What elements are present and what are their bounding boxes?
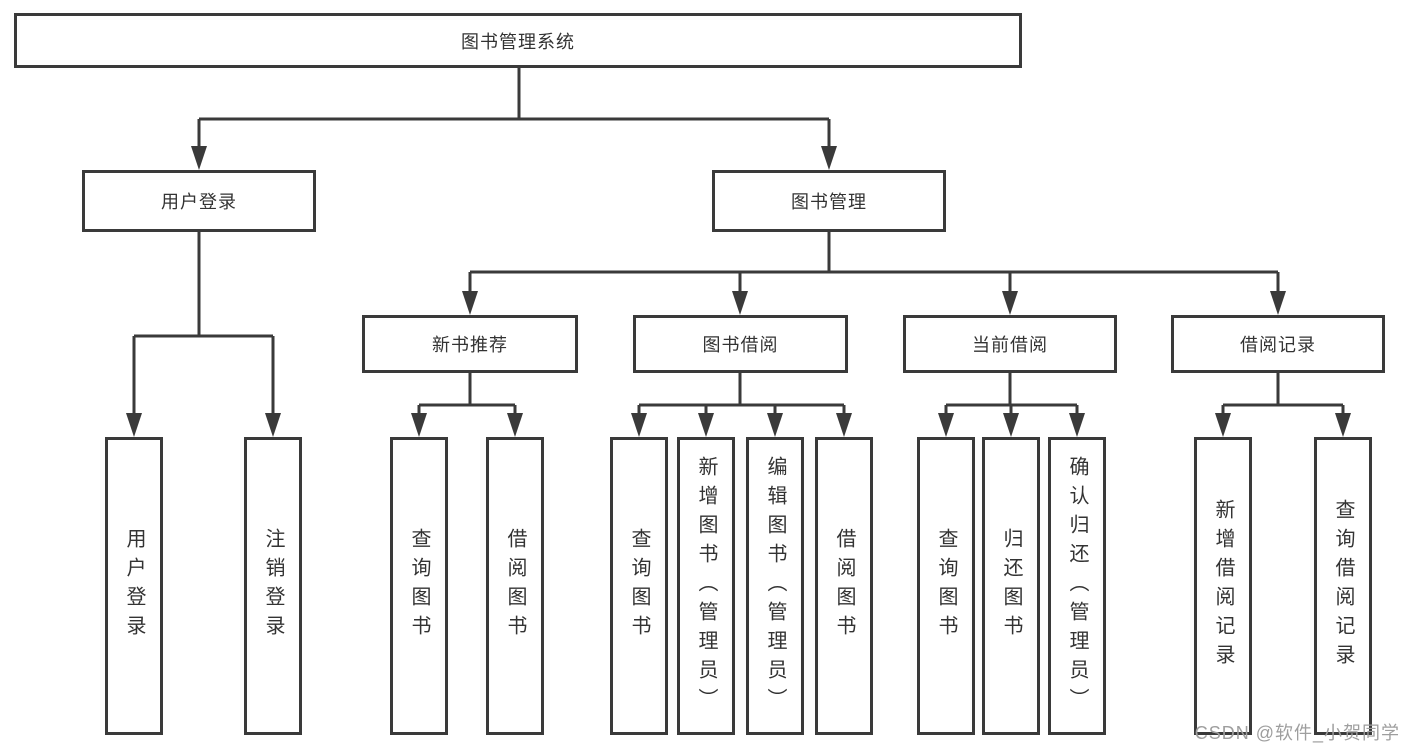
node-borrow-record: 借阅记录: [1171, 315, 1385, 373]
node-current-borrow: 当前借阅: [903, 315, 1117, 373]
node-root-library-system: 图书管理系统: [14, 13, 1022, 68]
leaf-add-book-admin: 新增图书（管理员）: [677, 437, 735, 735]
leaf-add-borrow-record: 新增借阅记录: [1194, 437, 1252, 735]
node-label: 新书推荐: [432, 335, 508, 355]
connector-root-to-level2: [191, 68, 837, 170]
node-label: 编辑图书（管理员）: [764, 455, 786, 717]
csdn-watermark: CSDN @软件_小贺同学: [1194, 723, 1400, 743]
node-book-management: 图书管理: [712, 170, 946, 232]
connector-book-borrow-children: [631, 373, 852, 437]
node-label: 查询图书: [628, 528, 650, 644]
node-label: 确认归还（管理员）: [1066, 455, 1088, 717]
node-label: 归还图书: [1000, 528, 1022, 644]
node-label: 借阅记录: [1240, 335, 1316, 355]
node-label: 借阅图书: [833, 528, 855, 644]
connector-book-mgmt-children: [462, 232, 1286, 315]
node-label: 图书管理: [791, 192, 867, 212]
leaf-confirm-return-admin: 确认归还（管理员）: [1048, 437, 1106, 735]
node-label: 图书借阅: [702, 335, 779, 355]
node-label: 新增借阅记录: [1212, 499, 1234, 673]
connector-new-book-children: [411, 373, 523, 437]
leaf-edit-book-admin: 编辑图书（管理员）: [746, 437, 804, 735]
leaf-query-book-recommend: 查询图书: [390, 437, 448, 735]
node-book-borrow: 图书借阅: [633, 315, 848, 373]
node-label: 图书管理系统: [461, 31, 575, 52]
leaf-logout: 注销登录: [244, 437, 302, 735]
leaf-query-borrow-record: 查询借阅记录: [1314, 437, 1372, 735]
leaf-return-book: 归还图书: [982, 437, 1040, 735]
node-label: 查询图书: [935, 528, 957, 644]
leaf-borrow-book-recommend: 借阅图书: [486, 437, 544, 735]
node-label: 查询图书: [408, 528, 430, 644]
node-new-book-recommend: 新书推荐: [362, 315, 578, 373]
node-label: 查询借阅记录: [1332, 499, 1354, 673]
node-label: 用户登录: [123, 528, 145, 644]
leaf-query-book-current: 查询图书: [917, 437, 975, 735]
node-label: 用户登录: [161, 192, 237, 212]
connector-user-login-children: [126, 232, 281, 437]
leaf-user-login: 用户登录: [105, 437, 163, 735]
node-user-login: 用户登录: [82, 170, 316, 232]
node-label: 当前借阅: [972, 335, 1048, 355]
leaf-borrow-book: 借阅图书: [815, 437, 873, 735]
node-label: 借阅图书: [504, 528, 526, 644]
connector-borrow-record-children: [1215, 373, 1351, 437]
node-label: 新增图书（管理员）: [695, 455, 717, 717]
leaf-query-book-borrow: 查询图书: [610, 437, 668, 735]
connector-current-borrow-children: [938, 373, 1085, 437]
node-label: 注销登录: [262, 528, 284, 644]
